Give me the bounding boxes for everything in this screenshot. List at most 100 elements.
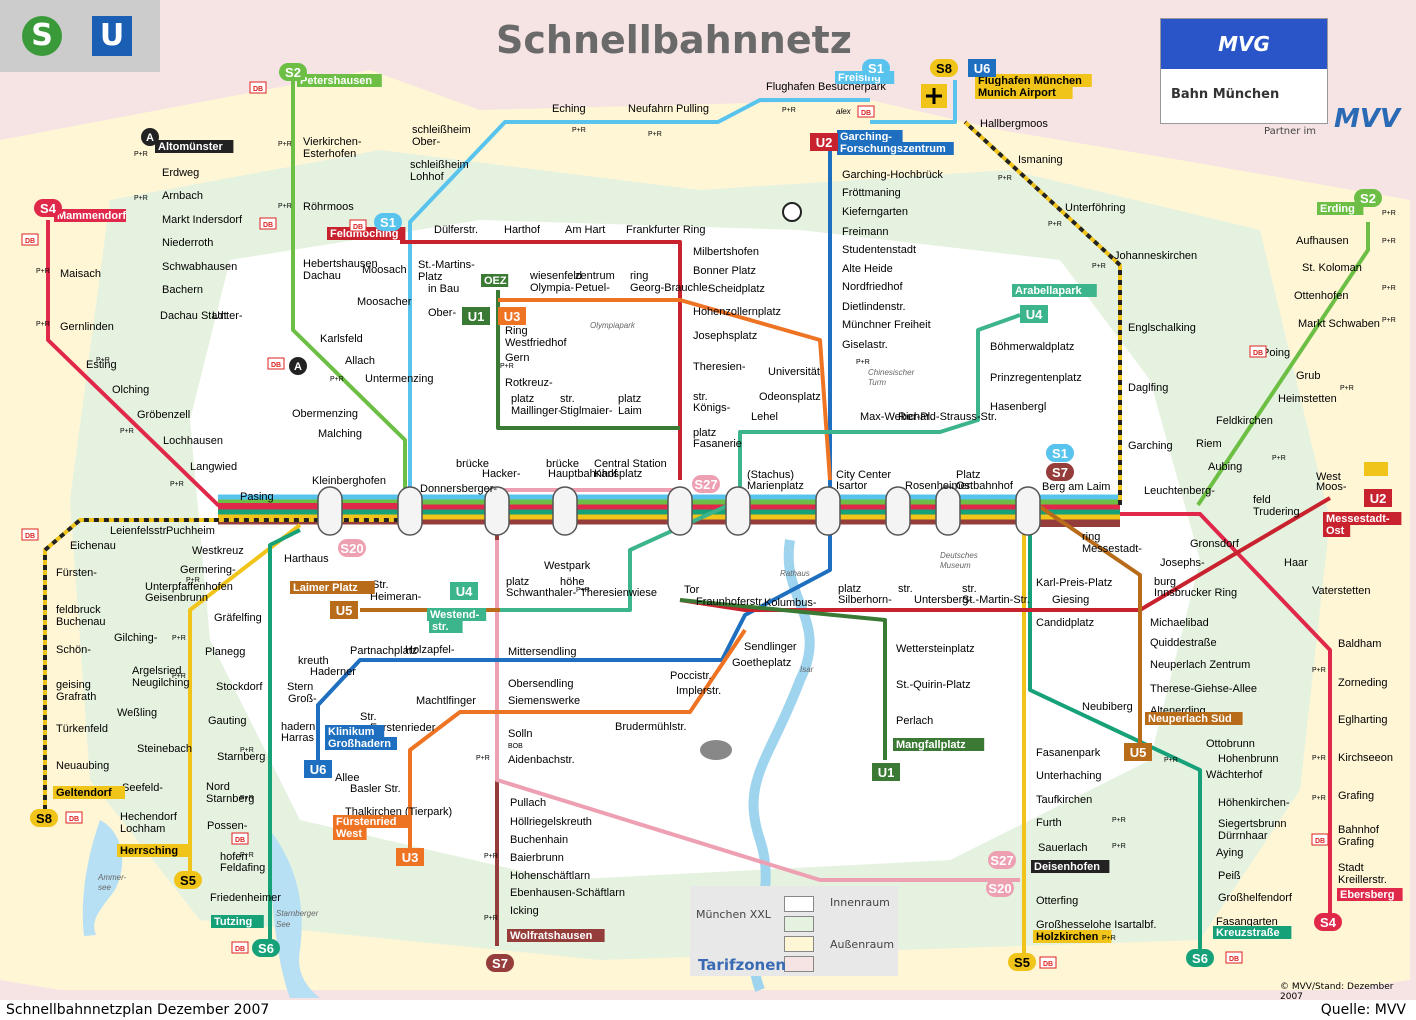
line-s4-route [1120, 512, 1332, 920]
db-label: DB [1043, 961, 1053, 968]
station-label: Feldkirchen [1216, 415, 1273, 427]
station-label: Str. [360, 711, 377, 723]
db-icon [1311, 833, 1329, 846]
line-badge-label: S6 [1192, 951, 1208, 966]
terminus-box [333, 827, 367, 840]
landmark-label: Rathaus [780, 569, 810, 578]
line-u1-route [679, 598, 887, 760]
interchange-stop[interactable] [667, 486, 693, 536]
line-badge[interactable] [498, 307, 526, 325]
station-label: Kolumbus- [764, 597, 817, 609]
line-badge[interactable] [968, 59, 996, 77]
station-label: Grafing [1338, 836, 1374, 848]
line-badge-label: U6 [974, 61, 991, 76]
station-label: Grafrath [56, 691, 96, 703]
terminus-box [1317, 202, 1364, 215]
line-u4-route [738, 313, 1021, 500]
line-badge[interactable] [810, 133, 838, 151]
line-badge[interactable] [486, 954, 514, 972]
line-badge-label: S5 [180, 873, 196, 888]
terminus-label: Kreuzstraße [1216, 927, 1280, 939]
line-badge[interactable] [34, 199, 62, 217]
interchange-stop[interactable] [1015, 486, 1041, 536]
station-label: Aidenbachstr. [508, 754, 575, 766]
line-badge-label: S1 [868, 61, 884, 76]
station-label: City Center [836, 469, 891, 481]
line-badge[interactable] [988, 851, 1016, 869]
interchange-stop[interactable] [552, 486, 578, 536]
interchange-stop[interactable] [725, 486, 751, 536]
interchange-stop[interactable] [397, 486, 423, 536]
station-label: Dietlindenstr. [842, 301, 906, 313]
interchange-stop[interactable] [484, 486, 510, 536]
line-badge[interactable] [30, 809, 58, 827]
line-badge[interactable] [279, 63, 307, 81]
line-badge[interactable] [450, 582, 478, 600]
line-badge[interactable] [462, 307, 490, 325]
station-label: Allee [335, 772, 359, 784]
station-label: Wettersteinplatz [896, 643, 975, 655]
line-badge[interactable] [1020, 305, 1048, 323]
station-label: Tor [684, 584, 700, 596]
landmark-label: Ammer- [97, 873, 127, 882]
station-label: Moosacher [357, 296, 412, 308]
line-badge[interactable] [986, 879, 1014, 897]
line-s2-route [1196, 222, 1370, 507]
interchange-stop[interactable] [885, 486, 911, 536]
line-badge[interactable] [174, 871, 202, 889]
station-label: Großhesselohe Isartalbf. [1036, 919, 1156, 931]
terminus-box [155, 140, 234, 153]
station-label: Kieferngarten [842, 206, 908, 218]
line-badge[interactable] [1124, 743, 1152, 761]
line-badge[interactable] [330, 601, 358, 619]
terminus-label: Garching- [840, 131, 892, 143]
interchange-stop[interactable] [815, 486, 841, 536]
line-badge[interactable] [1186, 949, 1214, 967]
station-label: Rosenheimer [905, 480, 971, 492]
line-badge-label: S6 [258, 941, 274, 956]
terminus-label: Fürstenried [336, 816, 397, 828]
line-badge[interactable] [1046, 444, 1074, 462]
park-and-ride-label: P+R [134, 151, 148, 158]
line-badge[interactable] [338, 539, 366, 557]
line-badge[interactable] [374, 213, 402, 231]
station-label: Solln [508, 728, 532, 740]
line-badge[interactable] [1364, 489, 1392, 507]
interchange-stop[interactable] [317, 486, 343, 536]
station-label: Maillinger- [511, 405, 562, 417]
station-label: brücke [546, 458, 579, 470]
line-badge[interactable] [1046, 463, 1074, 481]
station-label: Theresien- [693, 361, 746, 373]
db-label: DB [25, 533, 35, 540]
legend-zone-far [784, 956, 814, 972]
line-badge[interactable] [252, 939, 280, 957]
station-label: Josephs- [1160, 557, 1205, 569]
station-label: Feldafing [220, 862, 265, 874]
line-badge[interactable] [396, 848, 424, 866]
map-title: Schnellbahnnetz [496, 18, 852, 62]
station-label: Obersendling [508, 678, 573, 690]
interchange-stop[interactable] [935, 486, 961, 536]
station-label: Studentenstadt [842, 244, 916, 256]
station-label: Starnberg [206, 793, 254, 805]
station-label: Platz [956, 469, 980, 481]
station-label: Petuel- [575, 282, 610, 294]
line-badge[interactable] [1008, 953, 1036, 971]
line-badge[interactable] [692, 475, 720, 493]
line-badge[interactable] [1354, 189, 1382, 207]
station-label: Gernlinden [60, 321, 114, 333]
line-badge[interactable] [872, 763, 900, 781]
line-badge-label: U3 [402, 850, 419, 865]
line-badge[interactable] [862, 59, 890, 77]
station-label: Stern [287, 681, 313, 693]
station-label: Schön- [56, 644, 91, 656]
line-badge[interactable] [930, 59, 958, 77]
line-badge[interactable] [1314, 913, 1342, 931]
terminus-box [975, 74, 1092, 87]
station-label: Hauptbahnhof [548, 468, 618, 480]
line-badge[interactable] [304, 760, 332, 778]
station-label: Heimstetten [1278, 393, 1337, 405]
terminus-box [333, 815, 412, 828]
line-badge-label: S1 [380, 215, 396, 230]
station-label: Prinzregentenplatz [990, 372, 1082, 384]
